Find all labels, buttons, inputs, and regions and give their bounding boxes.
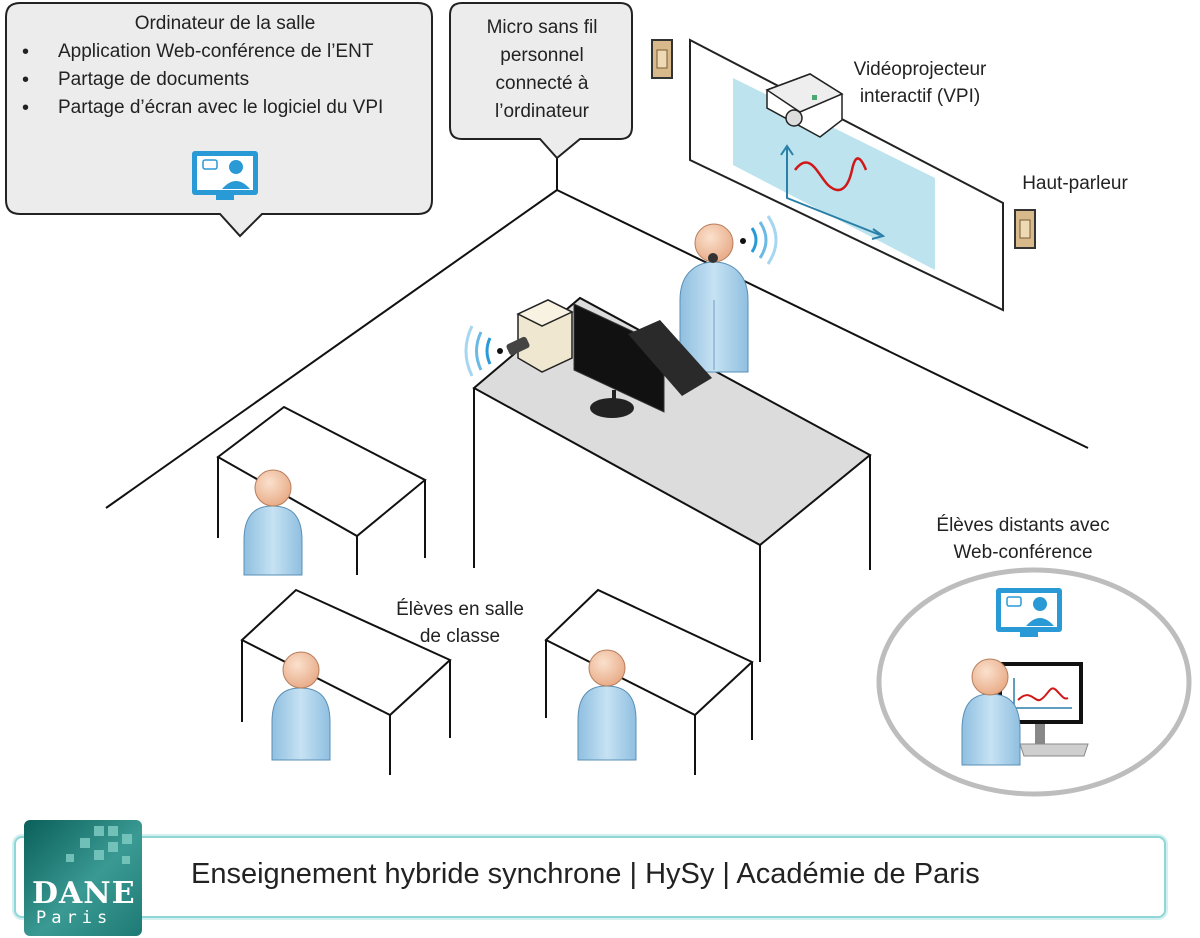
student-figure-1 bbox=[243, 469, 303, 576]
class-students-label-line: Élèves en salle bbox=[396, 599, 524, 620]
computer-bubble-list: Application Web-conférence de l’ENT Part… bbox=[8, 38, 428, 122]
projector-icon bbox=[765, 73, 844, 138]
student-desk-3 bbox=[544, 588, 754, 775]
micro-line: connecté à bbox=[495, 73, 589, 94]
logo-main-text: DANE bbox=[32, 876, 136, 911]
banner-title: Enseignement hybride synchrone | HySy | … bbox=[191, 858, 980, 890]
computer-bubble-item: Application Web-conférence de l’ENT bbox=[8, 38, 428, 66]
micro-line: personnel bbox=[500, 45, 584, 66]
remote-students-oval bbox=[876, 567, 1192, 797]
class-students-label-line: de classe bbox=[419, 626, 501, 647]
computer-bubble-item: Partage de documents bbox=[8, 66, 428, 94]
projector-label-line: interactif (VPI) bbox=[859, 86, 981, 107]
webconference-icon-bubble bbox=[192, 151, 258, 200]
logo-sub-text: Paris bbox=[36, 908, 113, 928]
computer-bubble-title: Ordinateur de la salle bbox=[134, 13, 316, 34]
webconference-icon-remote bbox=[996, 588, 1062, 637]
student-desk-1 bbox=[216, 405, 427, 575]
footer-banner: Enseignement hybride synchrone | HySy | … bbox=[14, 836, 1166, 918]
remote-students-label-line: Élèves distants avec bbox=[936, 515, 1110, 536]
student-figure-3 bbox=[577, 649, 637, 761]
room-computer bbox=[464, 299, 712, 418]
class-students-label: Élèves en salle de classe bbox=[380, 596, 540, 650]
micro-bubble-text: Micro sans fil personnel connecté à l’or… bbox=[452, 14, 632, 126]
student-desk-2 bbox=[240, 588, 452, 775]
computer-bubble-item: Partage d’écran avec le logiciel du VPI bbox=[8, 94, 428, 122]
speaker-label: Haut-parleur bbox=[1022, 173, 1128, 194]
micro-line: l’ordinateur bbox=[495, 101, 589, 122]
speaker-icon-left bbox=[651, 39, 673, 79]
projector-label-line: Vidéoprojecteur bbox=[853, 59, 987, 80]
micro-line: Micro sans fil bbox=[486, 17, 598, 38]
room-lines bbox=[105, 155, 1089, 509]
speaker-icon-right bbox=[1014, 209, 1036, 249]
remote-students-label: Élèves distants avec Web-conférence bbox=[910, 512, 1136, 566]
teacher-figure bbox=[679, 215, 778, 373]
micro-bubble bbox=[449, 2, 633, 160]
projector-label: Vidéoprojecteur interactif (VPI) bbox=[830, 56, 1010, 110]
student-figure-2 bbox=[271, 651, 331, 761]
dane-paris-logo: DANE Paris bbox=[24, 820, 142, 936]
remote-students-label-line: Web-conférence bbox=[953, 542, 1093, 563]
computer-bubble-text: Ordinateur de la salle Application Web-c… bbox=[8, 10, 428, 122]
